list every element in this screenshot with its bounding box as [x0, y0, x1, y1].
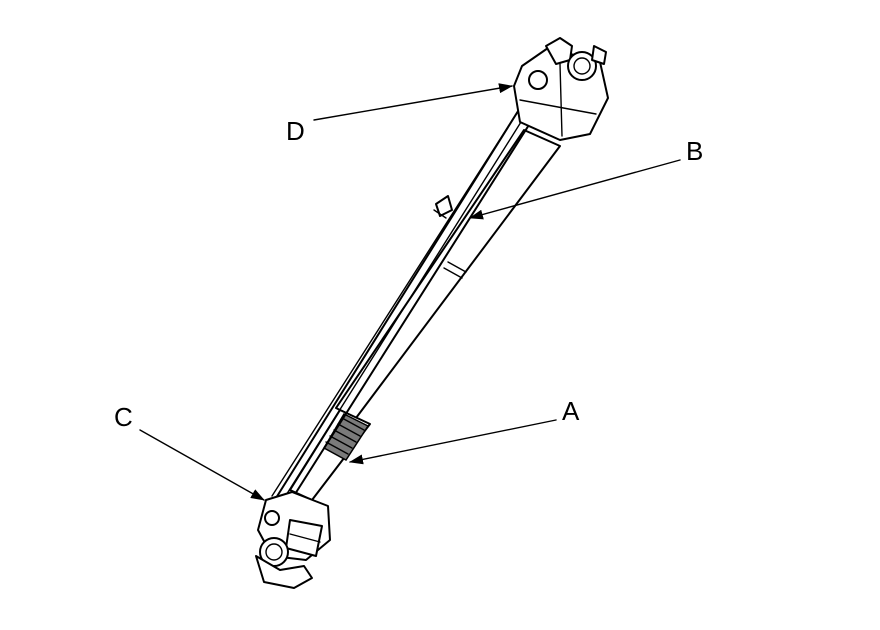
shaft-cover-strap — [271, 91, 547, 503]
splined-section — [322, 413, 370, 461]
label-C: C — [114, 402, 133, 432]
label-B: B — [686, 136, 703, 166]
leader-arrow-D — [313, 83, 513, 121]
steering-shaft — [255, 37, 609, 589]
leader-arrow-B — [469, 159, 681, 220]
leader-arrow-A — [349, 419, 557, 465]
label-A: A — [562, 396, 580, 426]
label-D: D — [286, 116, 305, 146]
callout-B: B — [469, 136, 703, 220]
retaining-clip — [433, 195, 453, 219]
callout-D: D — [286, 83, 513, 146]
leader-arrow-C — [139, 429, 265, 501]
lower-universal-joint — [255, 491, 331, 589]
callout-A: A — [349, 396, 580, 465]
upper-universal-joint — [513, 37, 609, 141]
callout-C: C — [114, 402, 265, 501]
